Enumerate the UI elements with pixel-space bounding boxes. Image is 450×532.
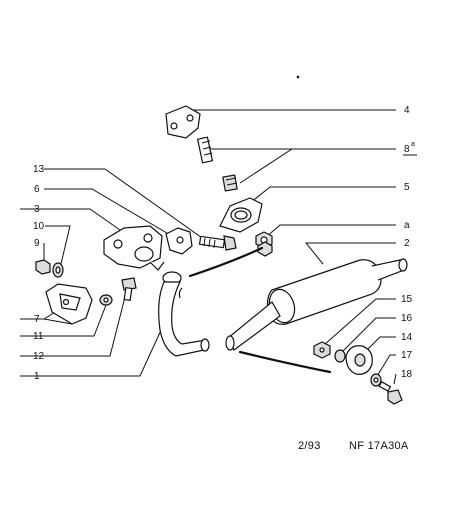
nut-15-part — [313, 341, 331, 359]
callout-a: a — [404, 220, 410, 231]
callout-14: 14 — [401, 332, 413, 343]
callout-4: 4 — [404, 105, 410, 116]
leader-a — [264, 224, 396, 239]
leader-18 — [393, 373, 397, 385]
leader-lines — [20, 109, 397, 385]
rubber-mount-14-part — [345, 345, 373, 375]
silencer-2-part — [225, 258, 408, 351]
callout-15: 15 — [401, 294, 413, 305]
leader-17 — [375, 354, 396, 379]
callout-12: 12 — [33, 351, 45, 362]
bolt-18-part — [378, 380, 403, 405]
mount-bracket-7-part — [45, 283, 93, 325]
leader-13 — [44, 168, 206, 241]
leader-4 — [182, 109, 396, 117]
leader-7b — [43, 318, 73, 325]
leader-16 — [341, 317, 396, 353]
callout-7: 7 — [34, 314, 40, 325]
callout-16: 16 — [401, 313, 413, 324]
callout-1: 1 — [34, 371, 40, 382]
leader-10 — [45, 225, 71, 269]
washer-10-part — [52, 262, 64, 278]
leader-3 — [20, 208, 121, 231]
flange-plate-part — [165, 105, 201, 139]
footer-page: 2/93 — [298, 440, 321, 452]
leader-2 — [304, 242, 396, 265]
callout-6: 6 — [34, 184, 40, 195]
bolt-12-part — [121, 277, 137, 302]
leader-12 — [20, 292, 127, 357]
callout-18: 18 — [401, 369, 413, 380]
callout-10: 10 — [33, 221, 45, 232]
callout-9: 9 — [34, 238, 40, 249]
callout-5: 5 — [404, 182, 410, 193]
leader-6 — [44, 188, 173, 237]
callout-11: 11 — [33, 331, 44, 342]
callout-2: 2 — [404, 238, 410, 249]
callout-3: 3 — [34, 204, 40, 215]
callout-13: 13 — [33, 164, 45, 175]
callout-labels: 4 8 a 5 a 2 15 16 14 17 18 13 6 3 10 9 7… — [33, 105, 417, 382]
washer-17-part — [370, 373, 382, 387]
bolt-13-part — [198, 235, 237, 251]
nut-9-part — [35, 259, 51, 275]
dot-mark — [296, 75, 300, 79]
nut-a-part — [255, 231, 273, 257]
leader-15 — [323, 298, 396, 346]
front-pipe-1-part — [158, 271, 210, 357]
gasket-flange-part — [219, 197, 263, 233]
clamp-3-part — [103, 225, 165, 271]
assembly-line-rear — [238, 350, 332, 374]
callout-8: 8 — [404, 144, 410, 155]
leader-5 — [249, 186, 396, 204]
stud-bolt-part — [196, 136, 238, 192]
washer-16-part — [334, 349, 346, 363]
footer-code: NF 17A30A — [349, 440, 409, 452]
leader-8 — [239, 148, 396, 184]
leader-8b — [204, 146, 292, 150]
callout-8-sup: a — [411, 141, 415, 148]
leader-11 — [20, 304, 107, 337]
leader-1 — [20, 314, 169, 377]
washer-11-part — [99, 294, 113, 306]
assembly-line-front — [188, 246, 264, 278]
callout-17: 17 — [401, 350, 413, 361]
bracket-6-part — [165, 227, 193, 255]
